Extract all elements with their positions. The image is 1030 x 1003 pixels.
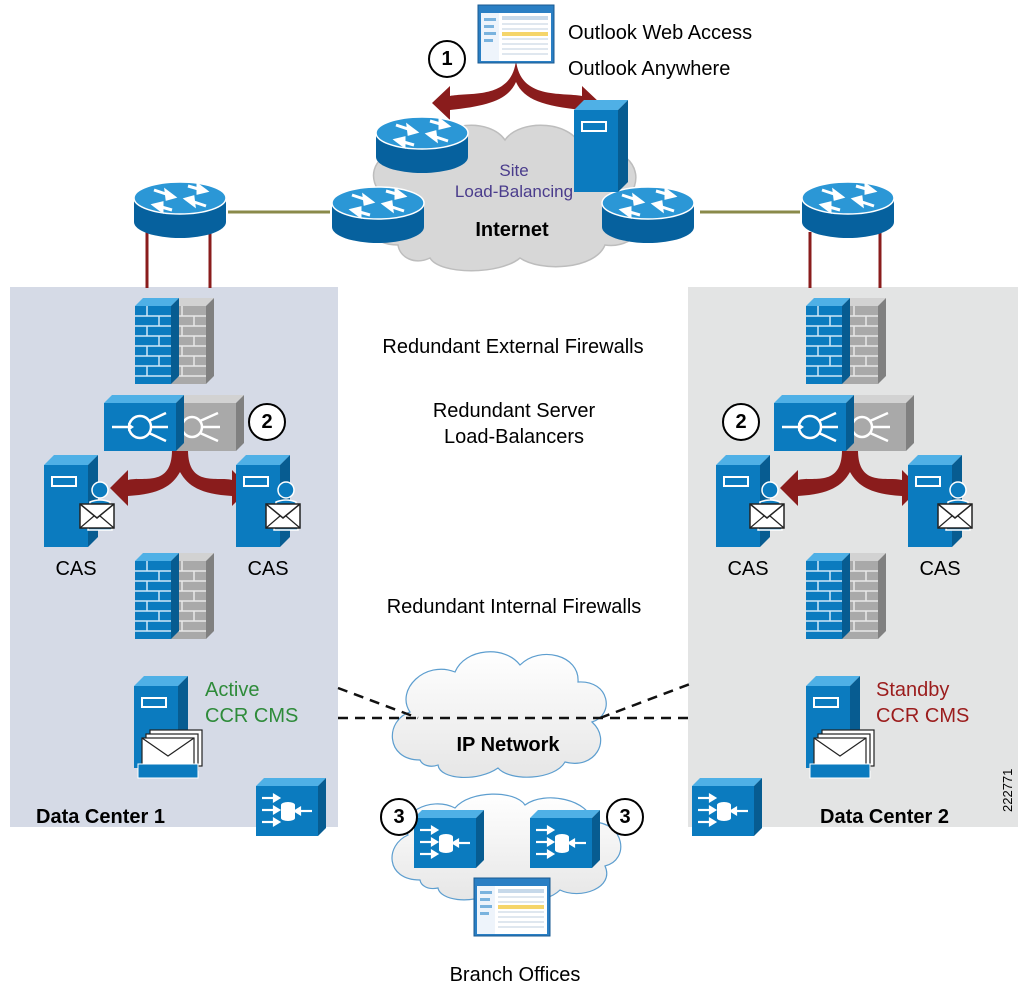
dc1-cms-label-1: Active: [205, 679, 260, 701]
dc2-slb-standby-icon: [844, 393, 916, 453]
dc1-slb-standby-icon: [174, 393, 246, 453]
int-firewalls-label: Redundant Internal Firewalls: [386, 596, 642, 618]
site-lb-label-1: Site: [499, 161, 529, 180]
branch-client-icon: [473, 877, 551, 937]
dc2-edge-router-icon: [800, 180, 896, 240]
dc1-cms-label-2: CCR CMS: [205, 705, 299, 727]
dc1-cas-right-label: CAS: [247, 558, 289, 580]
badge-2-dc2: 2: [722, 403, 760, 441]
internet-router-left-icon: [330, 185, 426, 245]
red-links: [145, 232, 882, 288]
dc2-wan-optimizer-icon: [690, 776, 764, 838]
branch-offices-label: Branch Offices: [449, 964, 581, 986]
dc1-title: Data Center 1: [36, 806, 165, 828]
dc1-int-firewall-icon: [134, 552, 180, 640]
badge-3-right: 3: [606, 798, 644, 836]
dc2-cas-right-label: CAS: [919, 558, 961, 580]
site-lb-label-2: Load-Balancing: [454, 182, 574, 201]
figure-id: 222771: [1000, 768, 1015, 812]
dc1-edge-router-icon: [132, 180, 228, 240]
ip-network-cloud: [391, 651, 607, 779]
outlook-client-icon: [477, 4, 555, 64]
branch-wan-optimizer-left-icon: [412, 808, 486, 870]
dc2-ext-firewall-icon: [805, 297, 851, 385]
dc1-arrow: [110, 450, 250, 506]
dc2-cms-label-2: CCR CMS: [876, 705, 970, 727]
dashed-links: [337, 682, 691, 720]
dc1-wan-optimizer-icon: [254, 776, 328, 838]
branch-wan-optimizer-right-icon: [528, 808, 602, 870]
access-label-1: Outlook Web Access: [568, 22, 753, 44]
dc2-int-firewall-icon: [805, 552, 851, 640]
slb-label-1: Redundant Server: [432, 400, 596, 422]
badge-1: 1: [428, 40, 466, 78]
access-label-2: Outlook Anywhere: [568, 58, 731, 80]
dc2-arrow: [780, 450, 920, 506]
dc1-cas-left-label: CAS: [55, 558, 97, 580]
slb-label-2: Load-Balancers: [443, 426, 585, 448]
dc2-title: Data Center 2: [820, 806, 949, 828]
dc1-ext-firewall-icon: [134, 297, 180, 385]
dc2-cms-label-1: Standby: [876, 679, 950, 701]
site-load-balancer-router-icon: [374, 115, 470, 175]
web-server-icon: [573, 99, 629, 193]
badge-2-dc1: 2: [248, 403, 286, 441]
top-arrow: [432, 60, 600, 120]
dc1-cas-server-left-icon: [43, 454, 99, 548]
dc1-slb-icon: [102, 393, 186, 453]
internet-router-right-icon: [600, 185, 696, 245]
badge-3-left: 3: [380, 798, 418, 836]
internet-label: Internet: [475, 219, 549, 241]
ip-network-label: IP Network: [456, 734, 560, 756]
dc2-cas-left-label: CAS: [727, 558, 769, 580]
ext-firewalls-label: Redundant External Firewalls: [382, 336, 644, 358]
dc2-slb-icon: [772, 393, 856, 453]
